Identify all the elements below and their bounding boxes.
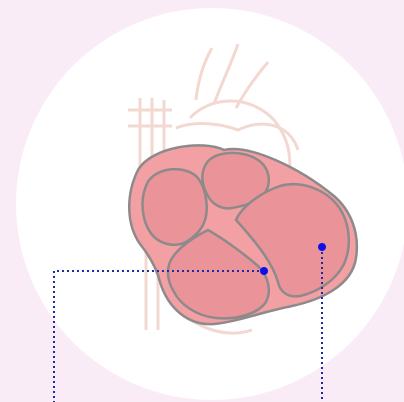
right-pointer-dot (318, 243, 326, 251)
pulmonary-valve (143, 169, 207, 245)
left-pointer-dot (260, 267, 268, 275)
